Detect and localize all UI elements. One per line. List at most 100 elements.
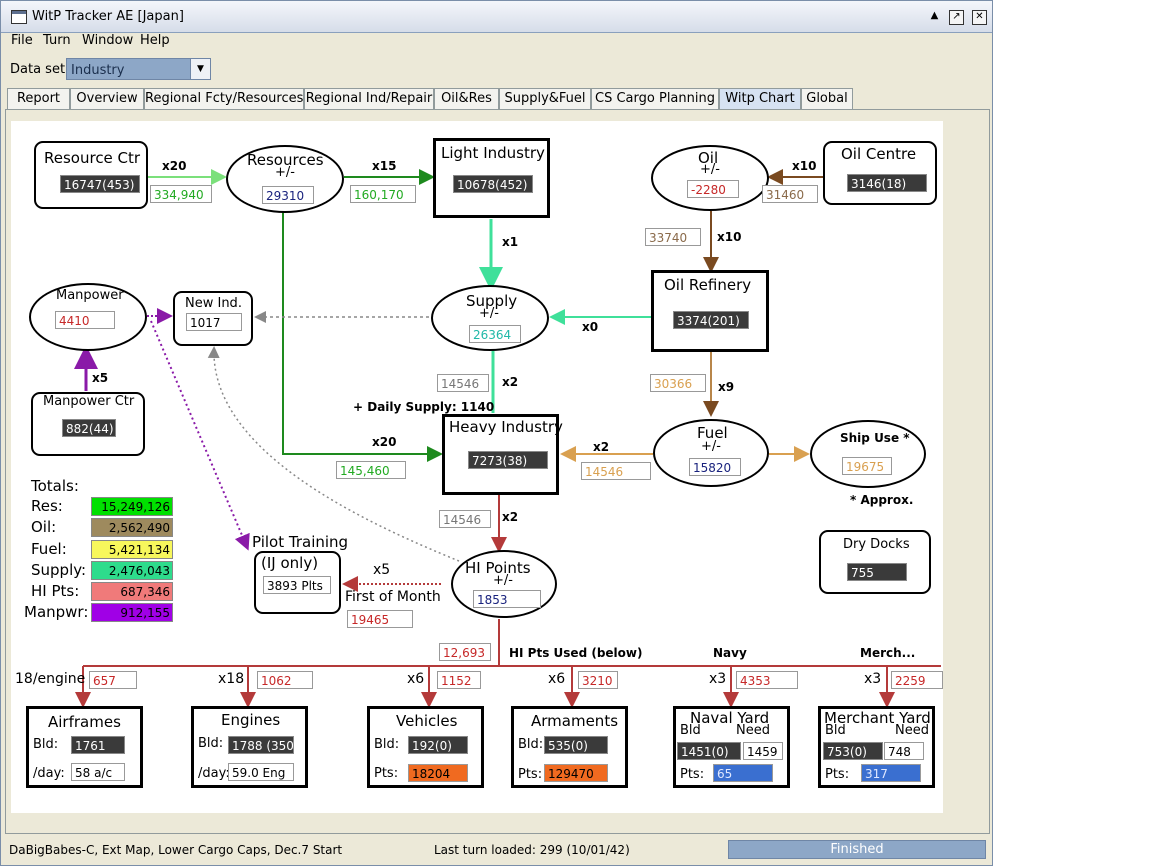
- merchant-yard-title: Merchant Yard: [824, 709, 931, 727]
- app-icon: [11, 10, 27, 24]
- airframes-title: Airframes: [48, 713, 121, 731]
- pilot-training-value: 3893 Plts: [263, 576, 331, 594]
- oil-centre-node: Oil Centre 3146(18): [823, 141, 937, 205]
- menu-file[interactable]: File: [11, 33, 33, 48]
- tab-cs-cargo[interactable]: CS Cargo Planning: [591, 88, 719, 109]
- armaments-title: Armaments: [531, 712, 619, 730]
- consumer-cost: 1062: [257, 671, 313, 689]
- tab-regional-ind[interactable]: Regional Ind/Repair: [304, 88, 434, 109]
- manpower-node: Manpower 4410: [29, 283, 147, 351]
- arrow-hi-newind: [207, 346, 460, 562]
- consumer-cost: 3210: [578, 671, 618, 689]
- heavy-industry-value: 7273(38): [468, 451, 548, 469]
- tab-oil-res[interactable]: Oil&Res: [434, 88, 499, 109]
- menu-window[interactable]: Window: [82, 33, 134, 48]
- airframes-r1-value: 1761: [71, 736, 125, 754]
- menu-turn[interactable]: Turn: [43, 33, 71, 48]
- pilot-training-subtitle: (IJ only): [261, 554, 319, 572]
- flow-value: 14546: [439, 510, 491, 528]
- flow-mult: x2: [502, 375, 519, 389]
- totals-oil: 2,562,490: [91, 518, 173, 537]
- heavy-industry-node: Heavy Industry 7273(38): [442, 414, 563, 495]
- flow-mult: x9: [718, 380, 735, 394]
- oil-refinery-value: 3374(201): [673, 311, 749, 329]
- merchant-yard-bld-value: 753(0): [823, 742, 883, 760]
- dataset-select[interactable]: Industry ▼: [66, 58, 211, 80]
- manpower-title: Manpower: [56, 288, 124, 303]
- maximize-icon[interactable]: ↗: [949, 10, 964, 25]
- approx-note: * Approx.: [850, 493, 914, 507]
- flow-mult: x2: [502, 510, 519, 524]
- minimize-icon[interactable]: ▲: [930, 10, 939, 21]
- hi-points-title: HI Points: [465, 559, 531, 577]
- app-window: WitP Tracker AE [Japan] ▲ ↗ ✕ File Turn …: [0, 0, 993, 866]
- dry-docks-title: Dry Docks: [843, 537, 910, 552]
- tab-regional-fcty[interactable]: Regional Fcty/Resources: [144, 88, 304, 109]
- flow-value: 12,693: [439, 643, 491, 661]
- tab-witp-chart[interactable]: Witp Chart: [719, 88, 801, 109]
- flow-value: 160,170: [350, 185, 416, 203]
- arrow-manpower-pilot: [150, 320, 250, 551]
- oil-value: -2280: [687, 180, 739, 198]
- vehicles-r1-label: Bld:: [374, 737, 400, 752]
- scenario-label: DaBigBabes-C, Ext Map, Lower Cargo Caps,…: [9, 843, 343, 857]
- consumer-mult: x6: [548, 671, 566, 687]
- manpower-ctr-title: Manpower Ctr: [43, 394, 135, 409]
- merch-label: Merch...: [860, 646, 916, 660]
- totals-label: Fuel:: [31, 540, 67, 558]
- new-ind-node: New Ind. 1017: [173, 291, 253, 346]
- daily-supply-label: + Daily Supply: 1140: [353, 400, 495, 414]
- vehicles-r2-label: Pts:: [374, 766, 399, 781]
- oil-centre-title: Oil Centre: [841, 145, 917, 163]
- tab-global[interactable]: Global: [801, 88, 853, 109]
- merchant-yard-r2-label: Pts:: [825, 767, 850, 782]
- last-turn-label: Last turn loaded: 299 (10/01/42): [434, 843, 630, 857]
- resources-value: 29310: [262, 186, 314, 204]
- flow-value: 31460: [762, 185, 818, 203]
- armaments-r2-label: Pts:: [518, 767, 543, 782]
- flow-mult: x0: [582, 320, 599, 334]
- resource-ctr-node: Resource Ctr 16747(453): [34, 141, 148, 209]
- merchant-yard-node: Merchant Yard Bld Need 753(0) 748 Pts: 3…: [818, 706, 935, 788]
- resources-sub: +/-: [275, 165, 295, 180]
- window-title: WitP Tracker AE [Japan]: [32, 9, 184, 24]
- flow-mult: x5: [373, 562, 391, 578]
- armaments-node: Armaments Bld: 535(0) Pts: 129470: [511, 706, 628, 788]
- engines-r1-value: 1788 (350): [228, 736, 294, 754]
- consumer-mult: x18: [218, 671, 245, 687]
- airframes-r1-label: Bld:: [33, 737, 59, 752]
- supply-node: Supply +/- 26364: [431, 285, 549, 351]
- chevron-down-icon[interactable]: ▼: [190, 59, 210, 79]
- tab-supply-fuel[interactable]: Supply&Fuel: [499, 88, 591, 109]
- totals-label: Supply:: [31, 561, 87, 579]
- flow-value: 33740: [645, 228, 701, 246]
- naval-yard-node: Naval Yard Bld Need 1451(0) 1459 Pts: 65: [673, 706, 790, 788]
- engines-node: Engines Bld: 1788 (350) /day: 59.0 Eng: [191, 706, 308, 788]
- light-industry-node: Light Industry 10678(452): [433, 138, 550, 218]
- tab-report[interactable]: Report: [7, 88, 70, 109]
- totals-manpwr: 912,155: [91, 603, 173, 622]
- airframes-r2-value: 58 a/c: [71, 763, 125, 781]
- dataset-label: Data set:: [10, 62, 70, 77]
- new-ind-value: 1017: [186, 313, 242, 331]
- supply-value: 26364: [469, 325, 521, 343]
- vehicles-r2-value: 18204: [408, 764, 468, 782]
- supply-sub: +/-: [479, 306, 499, 321]
- oil-title: Oil: [698, 149, 719, 167]
- fuel-value: 15820: [689, 458, 741, 476]
- totals-label: Res:: [31, 497, 63, 515]
- pilot-training-title: Pilot Training: [252, 533, 349, 551]
- menu-help[interactable]: Help: [140, 33, 170, 48]
- hi-points-sub: +/-: [493, 573, 513, 588]
- close-icon[interactable]: ✕: [972, 10, 987, 25]
- flow-mult: x15: [372, 159, 397, 173]
- totals-label: HI Pts:: [31, 582, 80, 600]
- flow-value: 334,940: [150, 185, 212, 203]
- vehicles-node: Vehicles Bld: 192(0) Pts: 18204: [367, 706, 484, 788]
- consumer-cost: 4353: [736, 671, 798, 689]
- resources-node: Resources +/- 29310: [226, 145, 344, 213]
- tab-overview[interactable]: Overview: [70, 88, 144, 109]
- engines-title: Engines: [221, 711, 281, 729]
- dry-docks-node: Dry Docks 755: [819, 530, 931, 594]
- merchant-yard-need-value: 748: [884, 742, 924, 760]
